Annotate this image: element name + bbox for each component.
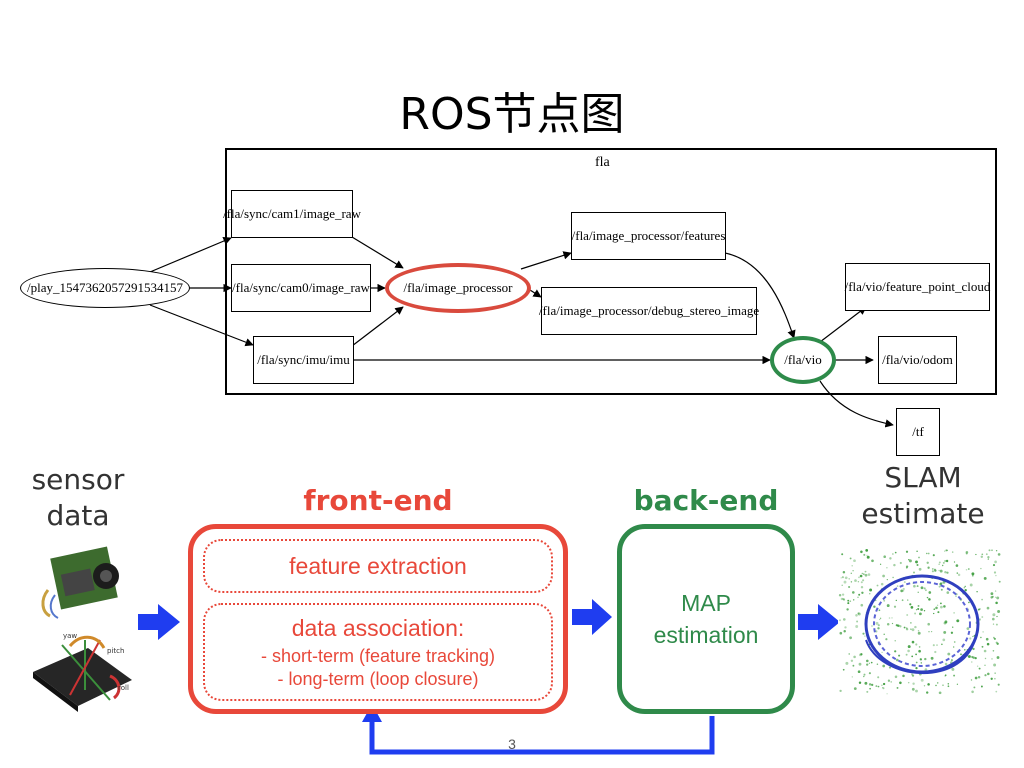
- map-text-line2: estimation: [653, 622, 759, 648]
- map-text-line1: MAP: [681, 590, 731, 616]
- data-association-box: data association: - short-term (feature …: [203, 603, 553, 701]
- edge-features-vio: [724, 252, 796, 339]
- short-term-text: - short-term (feature tracking): [260, 646, 496, 666]
- slam-map-image: [838, 548, 1002, 696]
- edge-processor-features: [520, 251, 572, 270]
- node-image-processor: /fla/image_processor: [385, 263, 531, 313]
- feature-extraction-box: feature extraction: [203, 539, 553, 593]
- data-association-text: data association:: [291, 615, 465, 641]
- arrow-backend-to-slam: [798, 604, 840, 640]
- node-feature-point-cloud: /fla/vio/feature_point_cloud: [845, 263, 990, 311]
- feature-extraction-text: feature extraction: [289, 552, 467, 579]
- slam-label-line1: SLAM: [884, 461, 962, 494]
- edge-vio-tf: [819, 380, 894, 428]
- edge-play-imu: [149, 304, 254, 347]
- node-cam1-image-raw: /fla/sync/cam1/image_raw: [223, 190, 361, 238]
- long-term-text: - long-term (loop closure): [277, 669, 479, 689]
- slide-title: ROS节点图: [399, 89, 625, 140]
- ros-graph-cluster-frame: [225, 148, 997, 395]
- flow-arrows: [138, 599, 840, 640]
- front-end-title: front-end: [303, 484, 453, 517]
- imu-chip-image: [33, 635, 132, 712]
- node-play-bag: /play_1547362057291534157: [20, 268, 190, 308]
- camera-sensor-image: [41, 546, 119, 619]
- node-cam0-image-raw: /fla/sync/cam0/image_raw: [231, 264, 371, 312]
- node-odom: /fla/vio/odom: [878, 336, 957, 384]
- sensor-data-label: sensor data: [8, 462, 148, 534]
- feedback-loop-line: [369, 716, 715, 755]
- front-end-box: feature extraction data association: - s…: [188, 524, 568, 714]
- arrow-frontend-to-backend: [572, 599, 612, 635]
- slam-label-line2: estimate: [861, 497, 985, 530]
- page-number: 3: [508, 736, 516, 752]
- back-end-box: MAP estimation: [617, 524, 795, 714]
- node-features: /fla/image_processor/features: [571, 212, 726, 260]
- node-vio: /fla/vio: [770, 336, 836, 384]
- imu-pitch-label: pitch: [107, 647, 124, 655]
- edge-imu-processor: [351, 306, 404, 347]
- imu-roll-label: roll: [118, 684, 129, 692]
- sensor-label-line1: sensor: [31, 463, 125, 496]
- arrow-sensor-to-frontend: [138, 604, 180, 640]
- edge-processor-debug: [529, 289, 542, 298]
- node-debug-stereo-image: /fla/image_processor/debug_stereo_image: [539, 287, 759, 335]
- node-imu: /fla/sync/imu/imu: [253, 336, 354, 384]
- edge-play-cam1: [149, 237, 232, 273]
- cluster-label: fla: [595, 155, 610, 170]
- edge-vio-cloud: [819, 306, 867, 343]
- back-end-title: back-end: [633, 484, 779, 517]
- imu-yaw-label: yaw: [63, 632, 77, 640]
- sensor-label-line2: data: [46, 499, 110, 532]
- edge-cam1-processor: [351, 236, 404, 269]
- node-tf: /tf: [896, 408, 940, 456]
- slam-estimate-label: SLAM estimate: [838, 460, 1008, 532]
